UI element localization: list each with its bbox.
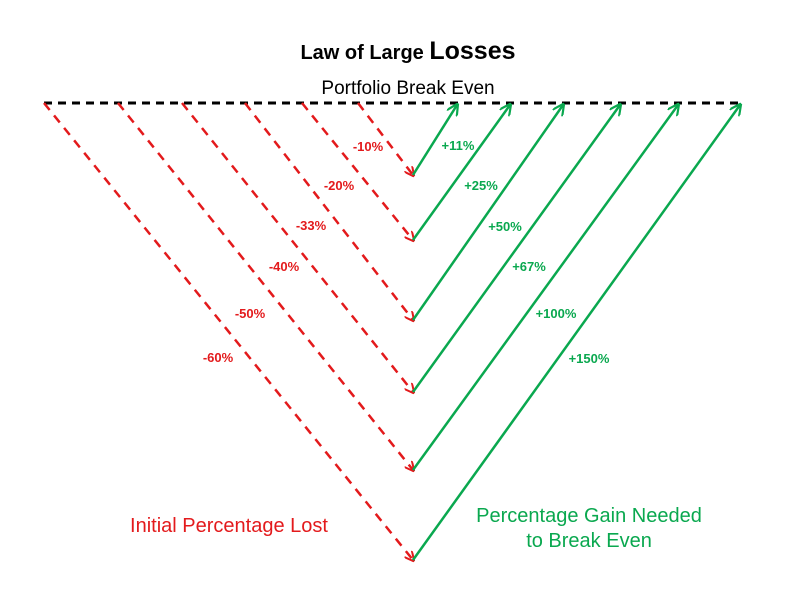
loss-label: -40% — [269, 259, 300, 274]
loss-arrow — [301, 102, 413, 240]
loss-label: -20% — [324, 178, 355, 193]
baseline-label: Portfolio Break Even — [321, 78, 494, 99]
left-caption: Initial Percentage Lost — [130, 515, 328, 537]
gain-label: +150% — [569, 351, 610, 366]
loss-arrow — [43, 102, 413, 560]
gain-arrows: +11% +25% +50% +67% +100% +150% — [411, 105, 740, 561]
gain-arrow — [411, 105, 620, 393]
gain-label: +50% — [488, 219, 522, 234]
loss-label: -50% — [235, 306, 266, 321]
gain-arrow — [411, 105, 457, 176]
diagram-title: Law of Large Losses — [300, 37, 515, 65]
gain-label: +25% — [464, 178, 498, 193]
gain-arrow — [411, 105, 740, 561]
loss-label: -60% — [203, 350, 234, 365]
loss-arrow — [244, 102, 413, 320]
right-caption-line-2: to Break Even — [526, 530, 652, 552]
gain-label: +67% — [512, 259, 546, 274]
loss-arrow — [117, 102, 413, 470]
loss-arrows: -10% -20% -33% -40% -50% -60% — [43, 102, 413, 560]
right-caption-line-1: Percentage Gain Needed — [476, 505, 702, 527]
gain-label: +11% — [442, 138, 475, 153]
gain-arrow — [411, 105, 510, 241]
gain-label: +100% — [536, 306, 577, 321]
gain-arrow — [411, 105, 563, 321]
title-prefix: Law of Large — [300, 42, 429, 64]
loss-label: -10% — [353, 139, 384, 154]
gain-arrow — [411, 105, 678, 471]
loss-arrow — [181, 102, 413, 392]
title-emphasis: Losses — [429, 37, 515, 65]
loss-label: -33% — [296, 218, 327, 233]
